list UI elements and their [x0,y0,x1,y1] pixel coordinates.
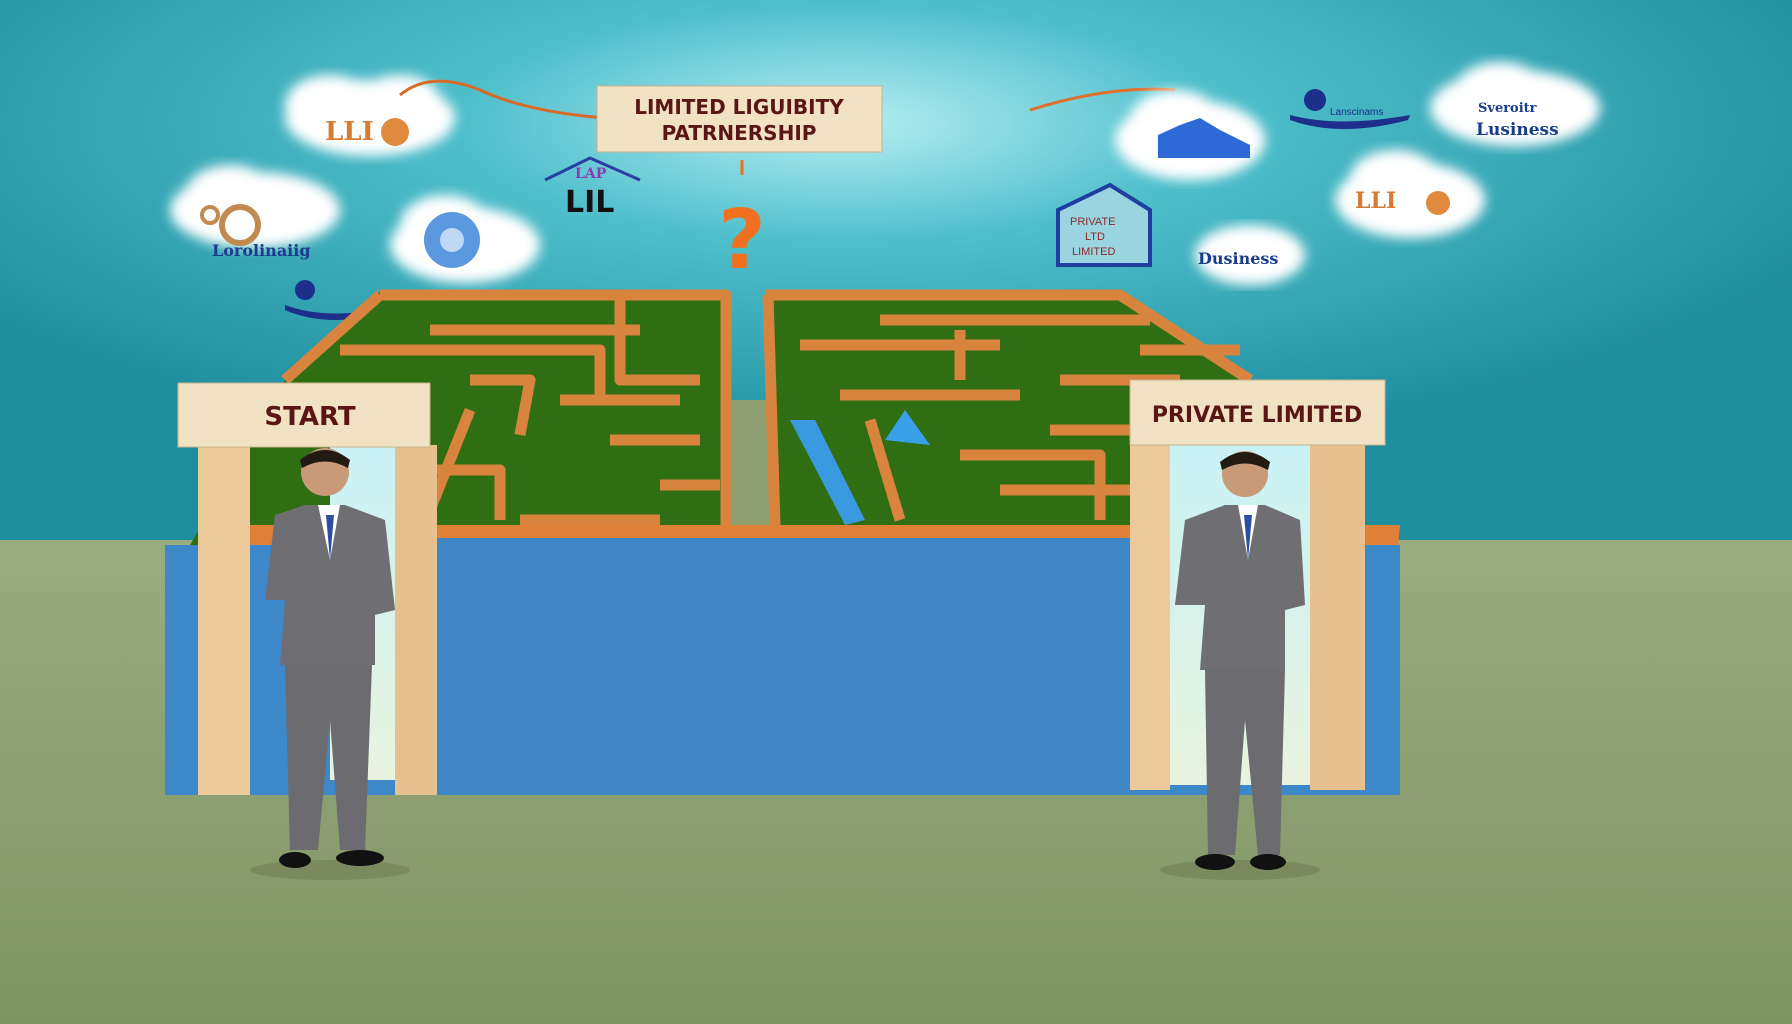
house-text: LTD [1085,231,1105,243]
house-text: LIMITED [1072,246,1115,258]
direction-arrow-icon [885,410,930,445]
gear-icon [200,205,220,225]
path-arrow [790,420,865,525]
cloud-left-top [285,75,455,156]
boat-logo-right: Lanscinams [1290,89,1410,129]
boat-label: Lanscinams [1330,107,1383,118]
cloud-llp-right [1335,150,1485,238]
end-sign-text: PRIVATE LIMITED [1152,403,1362,428]
cloud-left-gears [170,165,340,248]
arrow-connector [1029,87,1176,112]
cloud-business-top [1430,62,1600,146]
bar-chart-icon [1158,118,1250,158]
arrow-connector [399,79,651,122]
title-line-1: LIMITED LIGUIBITY [634,95,844,119]
llp-cloud-text: LLI [325,117,374,147]
cloud-label: Lorolinaiig [212,241,311,260]
magnifier-icon [1426,191,1450,215]
question-mark-icon: ? [718,193,766,288]
gear-icon [219,204,261,246]
llp-cloud-text: LLI [1355,188,1396,214]
magnifier-icon [381,118,409,146]
start-sign-text: START [264,402,355,432]
cloud-label: Lusiness [1476,120,1559,140]
cloud-label: Sveroitr [1478,101,1537,116]
businessman-left [250,448,410,880]
cloud-label: Dusiness [1198,249,1278,268]
title-sign: LIMITED LIGUIBITY PATRNERSHIP [596,85,883,153]
private-limited-house-icon: PRIVATE LTD LIMITED [1056,182,1152,267]
businessman-right [1160,451,1320,880]
house-text: PRIVATE [1070,216,1115,228]
logo-text: LIL [565,185,614,220]
logo-small-text: LAP [575,166,607,182]
llp-house-logo: LAP LIL [544,156,641,220]
cloud-business-bottom [1195,225,1305,285]
title-line-2: PATRNERSHIP [662,121,817,145]
